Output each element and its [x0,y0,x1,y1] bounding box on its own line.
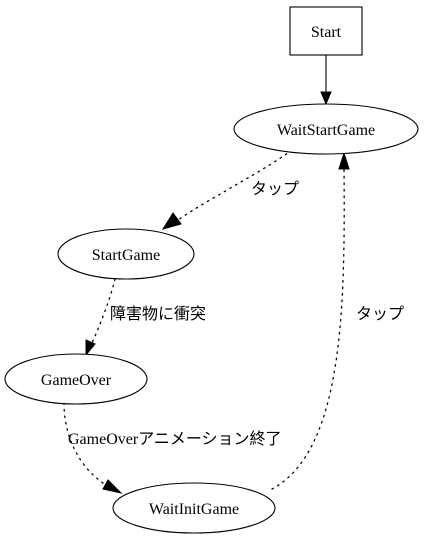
node-start: Start [289,6,363,56]
edge-wait-start-game-to-start-game [161,149,293,230]
node-game-over: GameOver [4,353,148,405]
edge-label-gameover-animation-end: GameOverアニメーション終了 [68,430,282,448]
node-wait-init-game: WaitInitGame [112,482,276,534]
node-wait-start-game-label: WaitStartGame [277,122,375,139]
edge-start-to-wait-start-game [320,55,332,106]
edge-wait-init-game-to-wait-start-game [271,151,350,490]
node-game-over-label: GameOver [41,372,112,389]
node-start-game: StartGame [57,228,195,280]
edge-label-tap-2: タップ [356,305,404,323]
edge-game-over-to-wait-init-game [63,402,123,494]
node-start-label: Start [311,24,342,41]
edge-label-obstacle-collision: 障害物に衝突 [110,305,206,323]
node-start-game-label: StartGame [92,247,160,264]
node-wait-init-game-label: WaitInitGame [149,501,239,518]
node-wait-start-game: WaitStartGame [233,103,419,155]
edge-label-tap-1: タップ [251,180,299,198]
edge-start-game-to-game-over [85,278,116,357]
